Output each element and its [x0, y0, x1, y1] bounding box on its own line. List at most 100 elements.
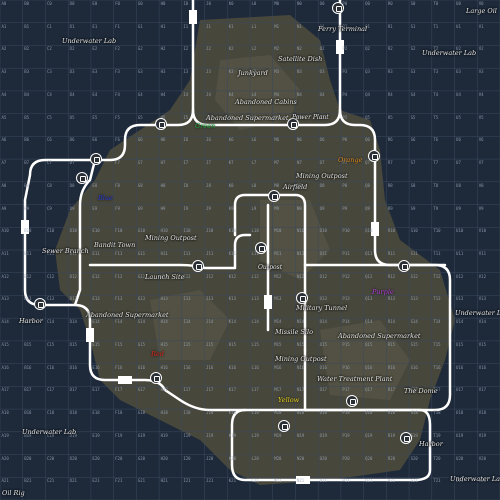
poi-underwater-lab[interactable]: Underwater Lab	[450, 475, 500, 483]
poi-underwater-lab[interactable]: Underwater Lab	[455, 309, 500, 317]
grid-cell-label: A16	[1, 364, 9, 370]
train-marker[interactable]	[400, 432, 412, 444]
grid-cell-label: S3	[410, 69, 416, 75]
grid-cell-label: K5	[228, 114, 234, 120]
poi-airfield[interactable]: Airfield	[283, 183, 308, 191]
poi-oil-rig[interactable]: Oil Rig	[2, 489, 25, 497]
train-marker[interactable]	[332, 2, 344, 14]
grid-cell-label: H9	[160, 205, 166, 211]
grid-cell-label: C21	[46, 478, 55, 484]
railway-network	[23, 0, 452, 482]
grid-cell-label: F9	[115, 205, 120, 211]
grid-cell-label: M10	[274, 228, 282, 234]
poi-harbor[interactable]: Harbor	[419, 440, 443, 448]
train-marker[interactable]	[150, 372, 162, 384]
poi-underwater-lab[interactable]: Underwater Lab	[22, 428, 77, 436]
rail-north-left	[93, 0, 195, 162]
grid-cell-label: A10	[1, 228, 9, 234]
grid-cell-label: T21	[433, 478, 441, 484]
poi-mining-outpost[interactable]: Mining Outpost	[275, 355, 327, 363]
grid-cell-label: T0	[433, 1, 439, 6]
grid-cell-label: L11	[251, 251, 259, 256]
poi-abandoned-supermarket[interactable]: Abandoned Supermarket	[206, 114, 289, 122]
poi-mining-outpost[interactable]: Mining Outpost	[296, 172, 348, 180]
train-marker[interactable]	[90, 153, 102, 165]
grid-cell-label: F13	[115, 296, 123, 302]
poi-power-plant[interactable]: Power Plant	[292, 114, 329, 121]
train-marker[interactable]	[287, 118, 299, 130]
grid-cell-label: J6	[206, 137, 211, 143]
poi-launch-site[interactable]: Launch Site	[145, 273, 185, 281]
poi-large-oil[interactable]: Large Oil	[466, 7, 497, 15]
poi-satellite-dish[interactable]: Satellite Dish	[278, 55, 323, 63]
grid-cell-label: V1	[478, 23, 484, 29]
grid-cell-label: S15	[410, 341, 418, 347]
grid-cell-label: E8	[92, 182, 98, 188]
poi-water-treatment-plant[interactable]: Water Treatment Plant	[317, 375, 393, 383]
poi-abandoned-cabins[interactable]: Abandoned Cabins	[235, 98, 297, 106]
grid-cell-label: F12	[115, 273, 123, 279]
train-marker[interactable]	[346, 395, 358, 407]
train-marker[interactable]	[268, 190, 280, 202]
poi-bandit-town[interactable]: Bandit Town	[94, 241, 136, 249]
grid-cell-label: H15	[160, 341, 168, 347]
poi-military-tunnel[interactable]: Military Tunnel	[296, 304, 348, 312]
poi-underwater-lab[interactable]: Underwater Lab	[62, 37, 117, 45]
grid-cell-label: M7	[274, 160, 280, 166]
train-marker[interactable]	[155, 118, 167, 130]
train-marker[interactable]	[34, 298, 46, 310]
grid-cell-label: G16	[137, 364, 146, 370]
grid-cell-label: F0	[115, 1, 120, 6]
grid-cell-label: C17	[46, 387, 55, 393]
grid-cell-label: Q12	[365, 273, 373, 279]
train-marker[interactable]	[192, 260, 204, 272]
train-marker[interactable]	[76, 172, 88, 184]
grid-cell-label: I21	[183, 478, 191, 484]
grid-cell-label: M11	[274, 251, 282, 256]
train-marker[interactable]	[296, 292, 308, 304]
train-marker[interactable]	[368, 150, 380, 162]
grid-cell-label: V7	[478, 160, 484, 166]
grid-cell-label: D17	[69, 387, 77, 393]
poi-the-dome[interactable]: The Dome	[404, 387, 438, 395]
grid-cell-label: D15	[69, 341, 77, 347]
poi-outpost[interactable]: Outpost	[258, 264, 283, 271]
grid-cell-label: U20	[456, 455, 464, 461]
grid-cell-label: A9	[1, 205, 7, 211]
poi-mining-outpost[interactable]: Mining Outpost	[145, 234, 197, 242]
grid-cell-label: N3	[296, 69, 302, 75]
grid-cell-label: D4	[69, 91, 75, 97]
grid-cell-label: E15	[92, 341, 100, 347]
grid-cell-label: R15	[387, 341, 396, 347]
rail-top-crossbar	[191, 108, 342, 127]
train-marker[interactable]	[398, 260, 410, 272]
grid-cell-label: A3	[1, 69, 7, 75]
grid-cell-label: R1	[387, 23, 393, 29]
poi-harbor[interactable]: Harbor	[19, 317, 43, 325]
poi-sewer-branch[interactable]: Sewer Branch	[42, 247, 89, 255]
train-marker[interactable]	[255, 242, 267, 254]
grid-cell-label: N14	[296, 319, 305, 325]
train-marker[interactable]	[278, 420, 290, 432]
poi-underwater-lab[interactable]: Underwater Lab	[422, 49, 477, 57]
poi-missile-silo[interactable]: Missile Silo	[275, 328, 314, 336]
grid-cell-label: E18	[92, 410, 100, 416]
grid-cell-label: B8	[24, 182, 30, 188]
grid-cell-label: M20	[274, 455, 282, 461]
grid-cell-label: T16	[433, 364, 441, 370]
poi-abandoned-supermarket[interactable]: Abandoned Supermarket	[338, 332, 421, 340]
grid-cell-label: H13	[160, 296, 168, 302]
poi-abandoned-supermarket[interactable]: Abandoned Supermarket	[86, 311, 169, 319]
grid-cell-label: O1	[319, 23, 325, 29]
grid-cell-label: L18	[251, 410, 259, 416]
grid-cell-label: S18	[410, 410, 418, 416]
poi-junkyard[interactable]: Junkyard	[238, 69, 268, 77]
grid-cell-label: T4	[433, 91, 439, 97]
grid-cell-label: G8	[137, 182, 143, 188]
grid-cell-label: K14	[228, 319, 236, 325]
poi-ferry-terminal[interactable]: Ferry Terminal	[318, 25, 368, 33]
grid-cell-label: I20	[183, 455, 191, 461]
grid-cell-label: K16	[228, 364, 236, 370]
grid-cell-label: R18	[387, 410, 396, 416]
grid-cell-label: G11	[137, 251, 146, 256]
